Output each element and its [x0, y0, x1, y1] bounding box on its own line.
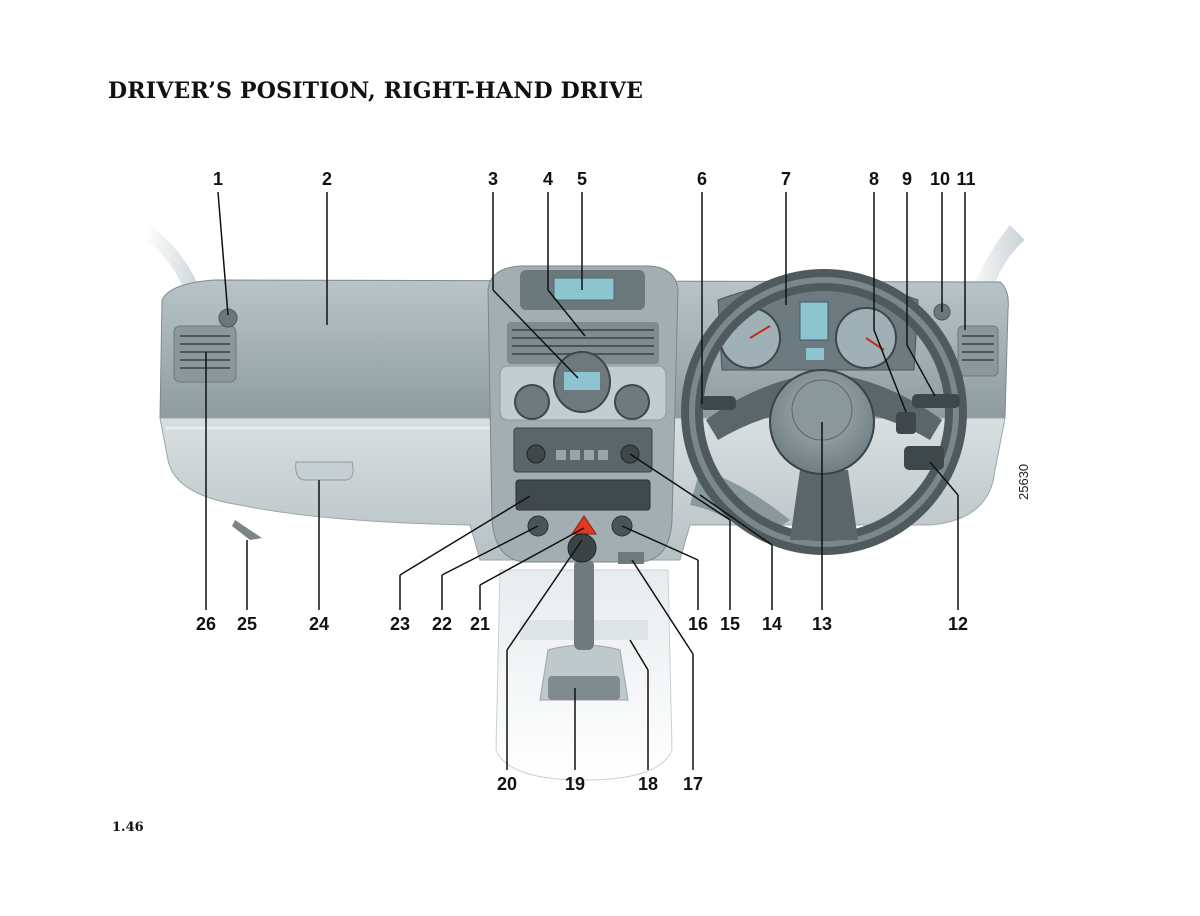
radio-unit	[513, 427, 653, 473]
callout-25: 25	[236, 614, 258, 634]
callout-23: 23	[389, 614, 411, 634]
callout-11: 11	[956, 169, 976, 189]
right-climate-knob	[614, 384, 650, 420]
callout-13: 13	[811, 614, 833, 634]
callout-4: 4	[542, 169, 554, 189]
gear-knob	[567, 533, 597, 563]
callout-26: 26	[195, 614, 217, 634]
callout-3: 3	[487, 169, 499, 189]
callout-1: 1	[212, 169, 224, 189]
gear-lever-shaft	[574, 560, 594, 650]
handbrake-lever	[548, 676, 620, 700]
callout-16: 16	[687, 614, 709, 634]
callout-7: 7	[780, 169, 792, 189]
callout-9: 9	[901, 169, 913, 189]
clock-display	[553, 277, 615, 301]
climate-display	[564, 372, 600, 390]
callout-22: 22	[431, 614, 453, 634]
figure-code: 25630	[1016, 463, 1031, 500]
callout-12: 12	[947, 614, 969, 634]
callout-5: 5	[576, 169, 588, 189]
steering-wheel-lower-spoke	[790, 470, 858, 540]
bonnet-release-lever	[232, 520, 262, 540]
callout-8: 8	[868, 169, 880, 189]
left-air-vent	[173, 325, 237, 383]
page-number: 1.46	[112, 820, 144, 835]
callout-24: 24	[308, 614, 330, 634]
glovebox-handle	[295, 461, 354, 481]
cigarette-lighter	[618, 552, 644, 564]
callout-15: 15	[719, 614, 741, 634]
callout-17: 17	[682, 774, 704, 794]
callout-20: 20	[496, 774, 518, 794]
leader-lines	[205, 191, 966, 770]
callout-19: 19	[564, 774, 586, 794]
callout-21: 21	[469, 614, 491, 634]
storage-compartment	[515, 479, 651, 511]
left-stalk	[700, 396, 736, 410]
left-climate-knob	[514, 384, 550, 420]
radio-remote-control	[904, 446, 944, 470]
callout-10: 10	[929, 169, 951, 189]
page-title: DRIVER’S POSITION, RIGHT-HAND DRIVE	[108, 78, 644, 104]
callout-2: 2	[321, 169, 333, 189]
callout-18: 18	[637, 774, 659, 794]
callout-6: 6	[696, 169, 708, 189]
right-stalk	[912, 394, 960, 408]
callout-14: 14	[761, 614, 783, 634]
instrument-display	[799, 301, 829, 341]
wiper-stalk-end	[896, 412, 916, 434]
